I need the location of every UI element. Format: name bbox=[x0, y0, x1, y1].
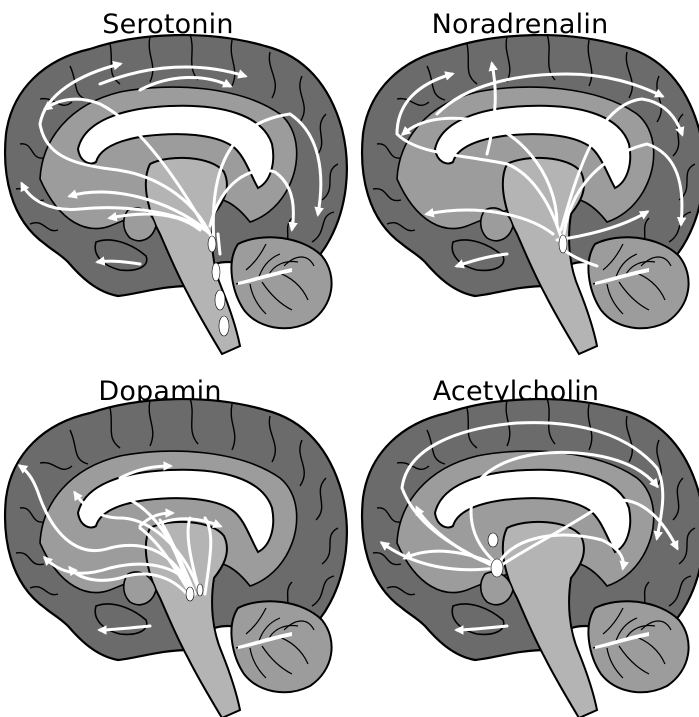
panel-noradrenalin bbox=[362, 34, 699, 354]
panel-dopamin bbox=[5, 398, 347, 717]
locus-coeruleus bbox=[559, 235, 567, 253]
panel-acetylcholin bbox=[362, 398, 699, 717]
panel-serotonin bbox=[5, 34, 347, 354]
